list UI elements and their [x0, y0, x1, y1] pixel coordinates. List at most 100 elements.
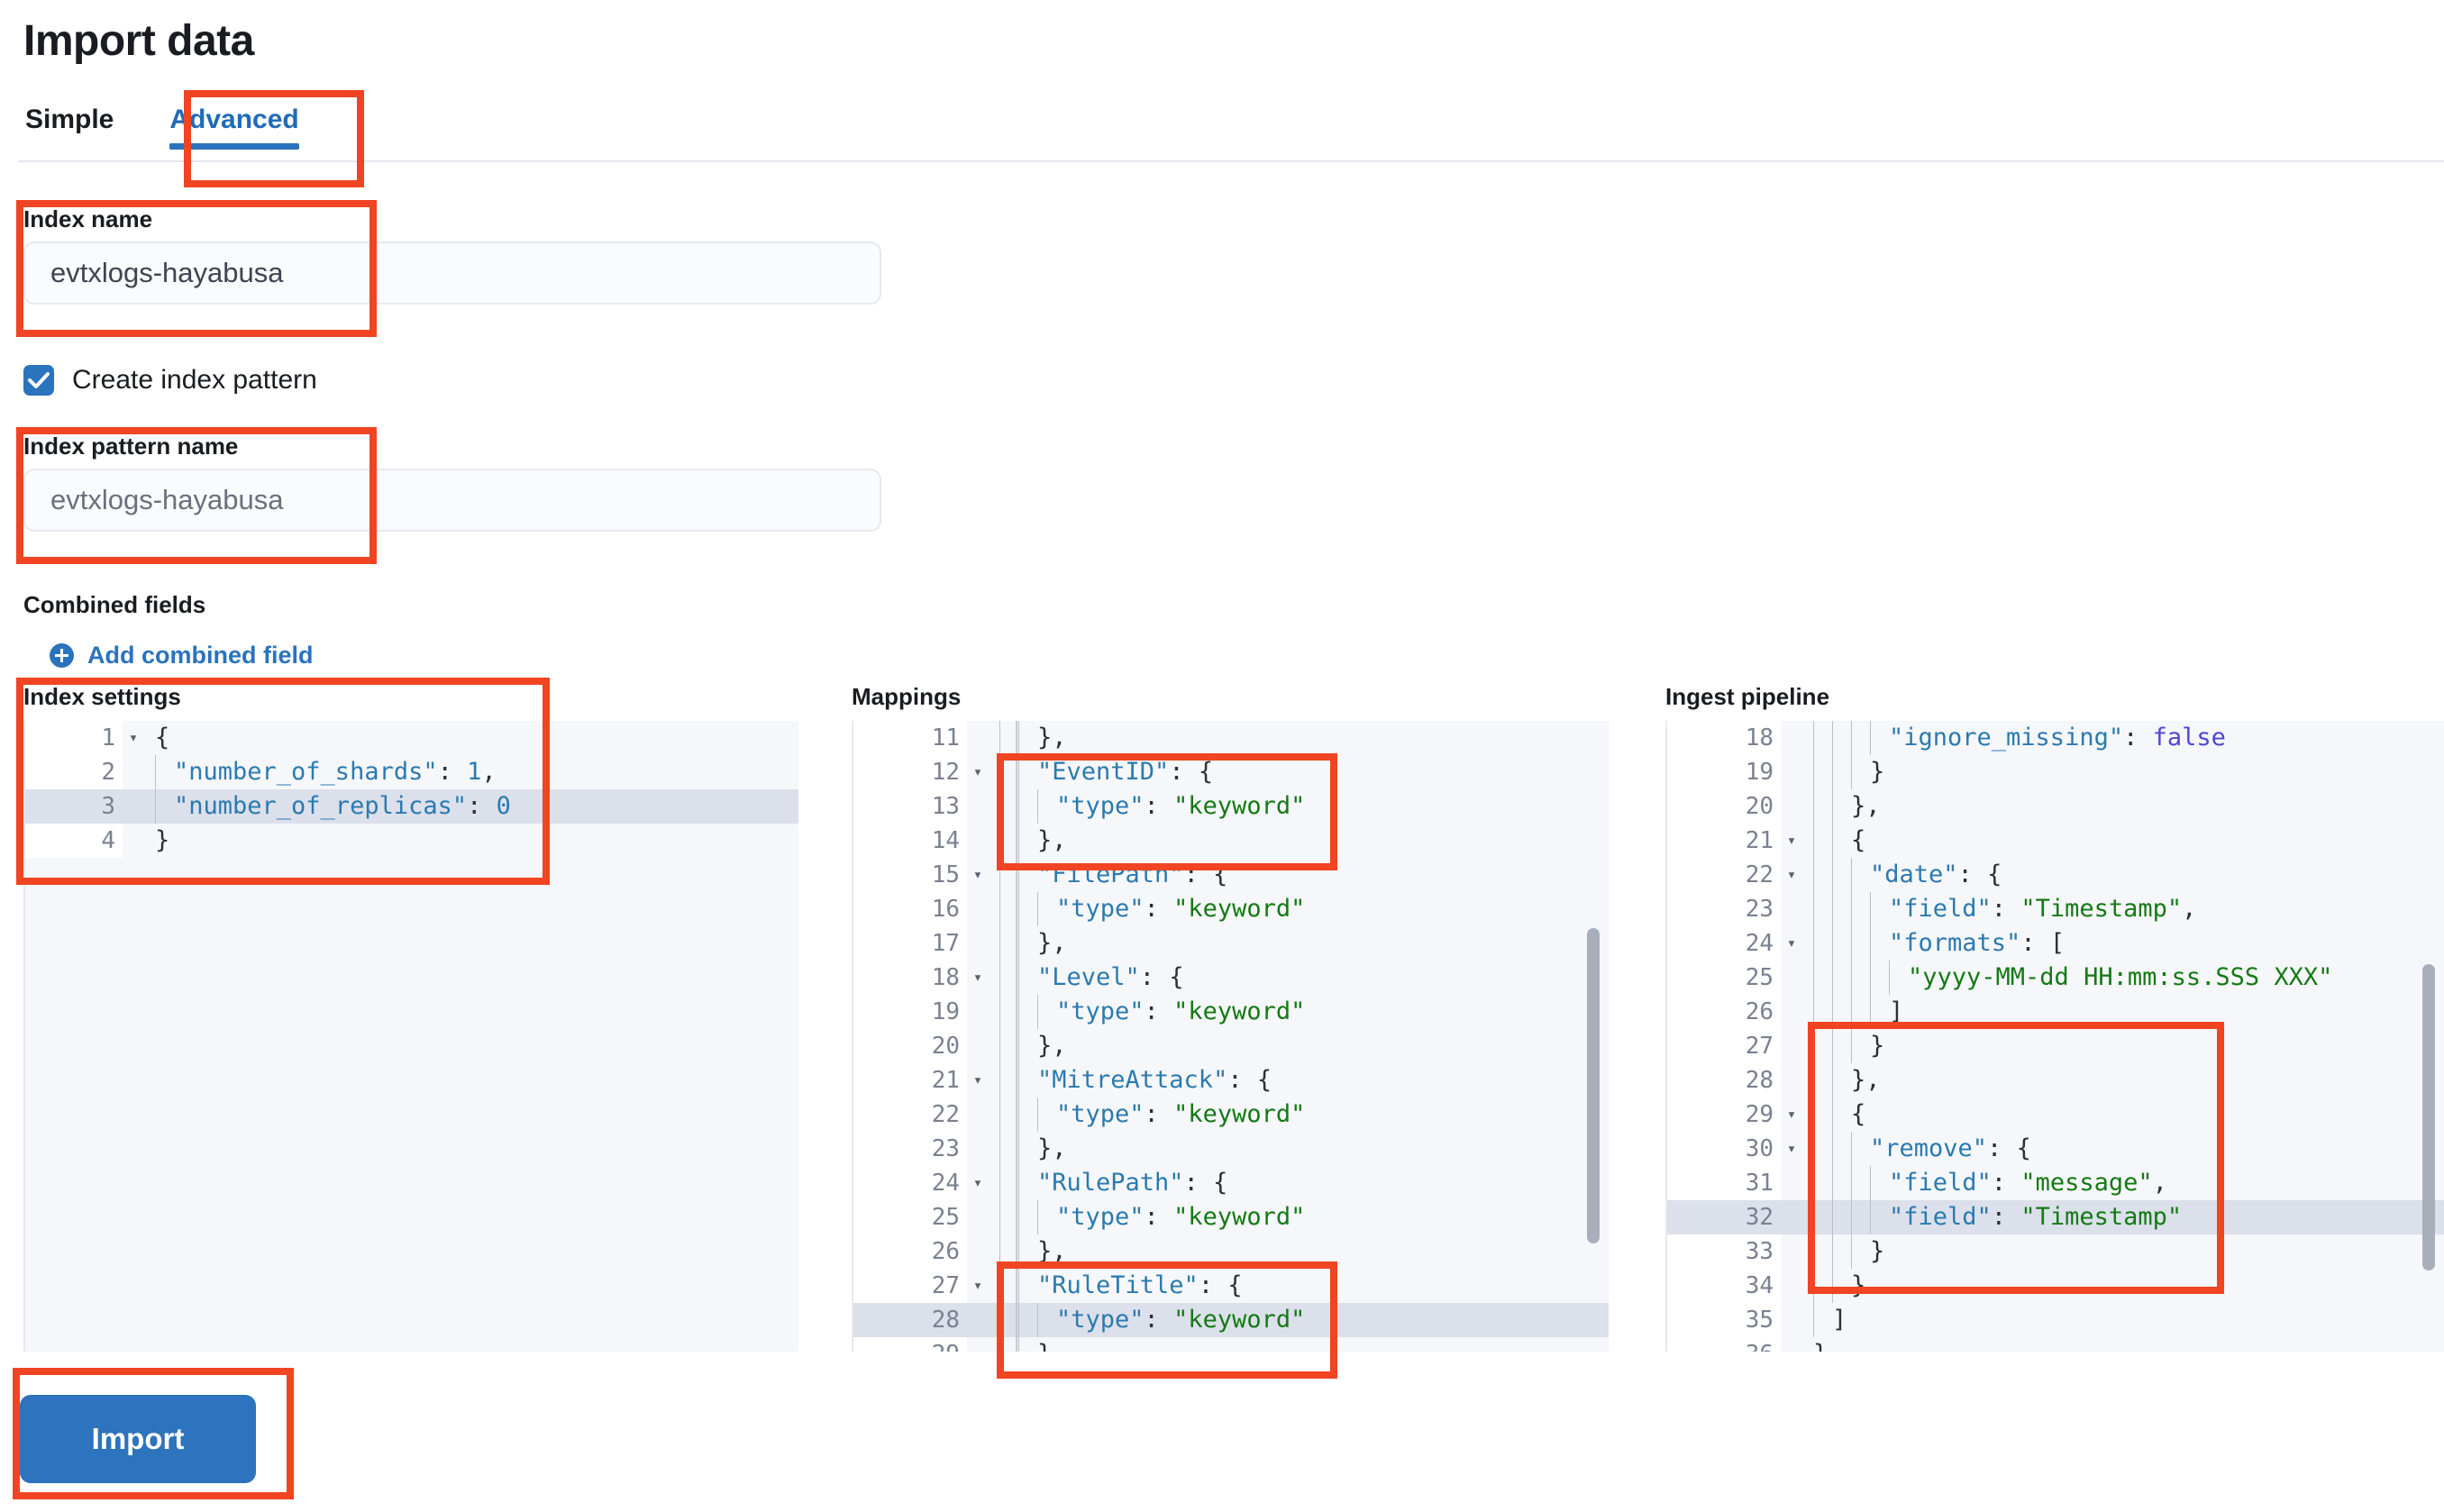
code-line[interactable]: 29},: [853, 1337, 1609, 1352]
indent-guide: [1016, 721, 1017, 1352]
code-text: },: [967, 1234, 1609, 1269]
index-settings-code[interactable]: 1▾{2"number_of_shards": 1,3"number_of_re…: [25, 721, 798, 1352]
code-line[interactable]: 29▾{: [1667, 1098, 2444, 1132]
tab-advanced[interactable]: Advanced: [141, 99, 325, 155]
fold-arrow-icon[interactable]: ▾: [1786, 1140, 1797, 1158]
code-line[interactable]: 17},: [853, 926, 1609, 961]
code-line[interactable]: 27▾"RuleTitle": {: [853, 1269, 1609, 1303]
tab-bar: Simple Advanced: [23, 99, 326, 160]
code-line[interactable]: 19}: [1667, 755, 2444, 789]
fold-arrow-icon[interactable]: ▾: [972, 1174, 983, 1192]
checkbox-checked-icon[interactable]: [23, 365, 54, 396]
code-text: "RulePath": {: [967, 1166, 1609, 1200]
code-line[interactable]: 24▾"formats": [: [1667, 926, 2444, 961]
code-line[interactable]: 19"type": "keyword": [853, 995, 1609, 1029]
add-combined-field-label: Add combined field: [87, 642, 314, 669]
code-line[interactable]: 25"yyyy-MM-dd HH:mm:ss.SSS XXX": [1667, 961, 2444, 995]
code-text: }: [155, 826, 170, 854]
line-number: 25: [853, 1200, 967, 1234]
code-line[interactable]: 28},: [1667, 1063, 2444, 1098]
fold-arrow-icon[interactable]: ▾: [1786, 866, 1797, 884]
code-line[interactable]: 23"field": "Timestamp",: [1667, 892, 2444, 926]
index-pattern-name-input[interactable]: evtxlogs-hayabusa: [23, 469, 881, 532]
fold-arrow-icon[interactable]: ▾: [1786, 832, 1797, 850]
line-number: 18: [1667, 721, 1781, 755]
line-number: 13: [853, 789, 967, 824]
line-number: 21▾: [853, 1063, 982, 1098]
line-number: 12▾: [853, 755, 982, 789]
ingest-pipeline-scrollbar[interactable]: [2422, 964, 2435, 1271]
fold-arrow-icon[interactable]: ▾: [972, 969, 983, 987]
code-line[interactable]: 34}: [1667, 1269, 2444, 1303]
code-line[interactable]: 1▾{: [25, 721, 798, 755]
code-line[interactable]: 23},: [853, 1132, 1609, 1166]
code-line[interactable]: 32"field": "Timestamp": [1667, 1200, 2444, 1234]
add-combined-field-button[interactable]: Add combined field: [50, 642, 314, 669]
fold-arrow-icon[interactable]: ▾: [128, 729, 139, 747]
mappings-code[interactable]: 11},12▾"EventID": {13"type": "keyword"14…: [853, 721, 1609, 1352]
create-index-pattern-row[interactable]: Create index pattern: [23, 365, 317, 396]
code-line[interactable]: 27}: [1667, 1029, 2444, 1063]
fold-arrow-icon[interactable]: ▾: [1786, 934, 1797, 952]
line-number: 30▾: [1667, 1132, 1796, 1166]
line-number: 11: [853, 721, 967, 755]
code-line[interactable]: 16"type": "keyword": [853, 892, 1609, 926]
code-line[interactable]: 26},: [853, 1234, 1609, 1269]
code-line[interactable]: 18▾"Level": {: [853, 961, 1609, 995]
code-line[interactable]: 28"type": "keyword": [853, 1303, 1609, 1337]
code-line[interactable]: 15▾"FilePath": {: [853, 858, 1609, 892]
code-line[interactable]: 4}: [25, 824, 798, 858]
ingest-pipeline-title: Ingest pipeline: [1665, 683, 1830, 710]
code-text: "date": {: [1781, 858, 2444, 892]
code-line[interactable]: 26]: [1667, 995, 2444, 1029]
code-line[interactable]: 14},: [853, 824, 1609, 858]
code-line[interactable]: 22"type": "keyword": [853, 1098, 1609, 1132]
fold-arrow-icon[interactable]: ▾: [972, 866, 983, 884]
code-text: "type": "keyword": [967, 1098, 1609, 1132]
code-line[interactable]: 35]: [1667, 1303, 2444, 1337]
code-line[interactable]: 24▾"RulePath": {: [853, 1166, 1609, 1200]
code-line[interactable]: 18"ignore_missing": false: [1667, 721, 2444, 755]
code-line[interactable]: 31"field": "message",: [1667, 1166, 2444, 1200]
code-line[interactable]: 25"type": "keyword": [853, 1200, 1609, 1234]
code-text: "RuleTitle": {: [967, 1269, 1609, 1303]
create-index-pattern-label: Create index pattern: [72, 365, 317, 395]
code-line[interactable]: 11},: [853, 721, 1609, 755]
line-number: 16: [853, 892, 967, 926]
code-line[interactable]: 13"type": "keyword": [853, 789, 1609, 824]
code-text: "remove": {: [1781, 1132, 2444, 1166]
code-text: }: [1781, 1269, 2444, 1303]
fold-arrow-icon[interactable]: ▾: [1786, 1106, 1797, 1124]
line-number: 22▾: [1667, 858, 1796, 892]
code-text: "Level": {: [967, 961, 1609, 995]
code-line[interactable]: 20},: [1667, 789, 2444, 824]
code-text: },: [967, 1337, 1609, 1352]
code-text: "field": "message",: [1781, 1166, 2444, 1200]
code-text: ]: [1781, 1303, 2444, 1337]
fold-arrow-icon[interactable]: ▾: [972, 1071, 983, 1089]
index-settings-editor[interactable]: 1▾{2"number_of_shards": 1,3"number_of_re…: [23, 721, 798, 1352]
mappings-title: Mappings: [852, 683, 962, 710]
fold-arrow-icon[interactable]: ▾: [972, 1277, 983, 1295]
code-text: }: [1781, 755, 2444, 789]
tab-simple[interactable]: Simple: [25, 105, 114, 134]
code-line[interactable]: 2"number_of_shards": 1,: [25, 755, 798, 789]
code-line[interactable]: 36}: [1667, 1337, 2444, 1352]
code-line[interactable]: 21▾{: [1667, 824, 2444, 858]
code-line[interactable]: 21▾"MitreAttack": {: [853, 1063, 1609, 1098]
code-line[interactable]: 22▾"date": {: [1667, 858, 2444, 892]
code-line[interactable]: 30▾"remove": {: [1667, 1132, 2444, 1166]
index-name-input[interactable]: evtxlogs-hayabusa: [23, 241, 881, 305]
fold-arrow-icon[interactable]: ▾: [972, 763, 983, 781]
code-line[interactable]: 3"number_of_replicas": 0: [25, 789, 798, 824]
code-line[interactable]: 12▾"EventID": {: [853, 755, 1609, 789]
import-button[interactable]: Import: [20, 1395, 256, 1483]
code-line[interactable]: 20},: [853, 1029, 1609, 1063]
code-line[interactable]: 33}: [1667, 1234, 2444, 1269]
mappings-editor[interactable]: 11},12▾"EventID": {13"type": "keyword"14…: [852, 721, 1609, 1352]
line-number: 20: [1667, 789, 1781, 824]
line-number: 19: [1667, 755, 1781, 789]
mappings-scrollbar[interactable]: [1587, 928, 1600, 1243]
